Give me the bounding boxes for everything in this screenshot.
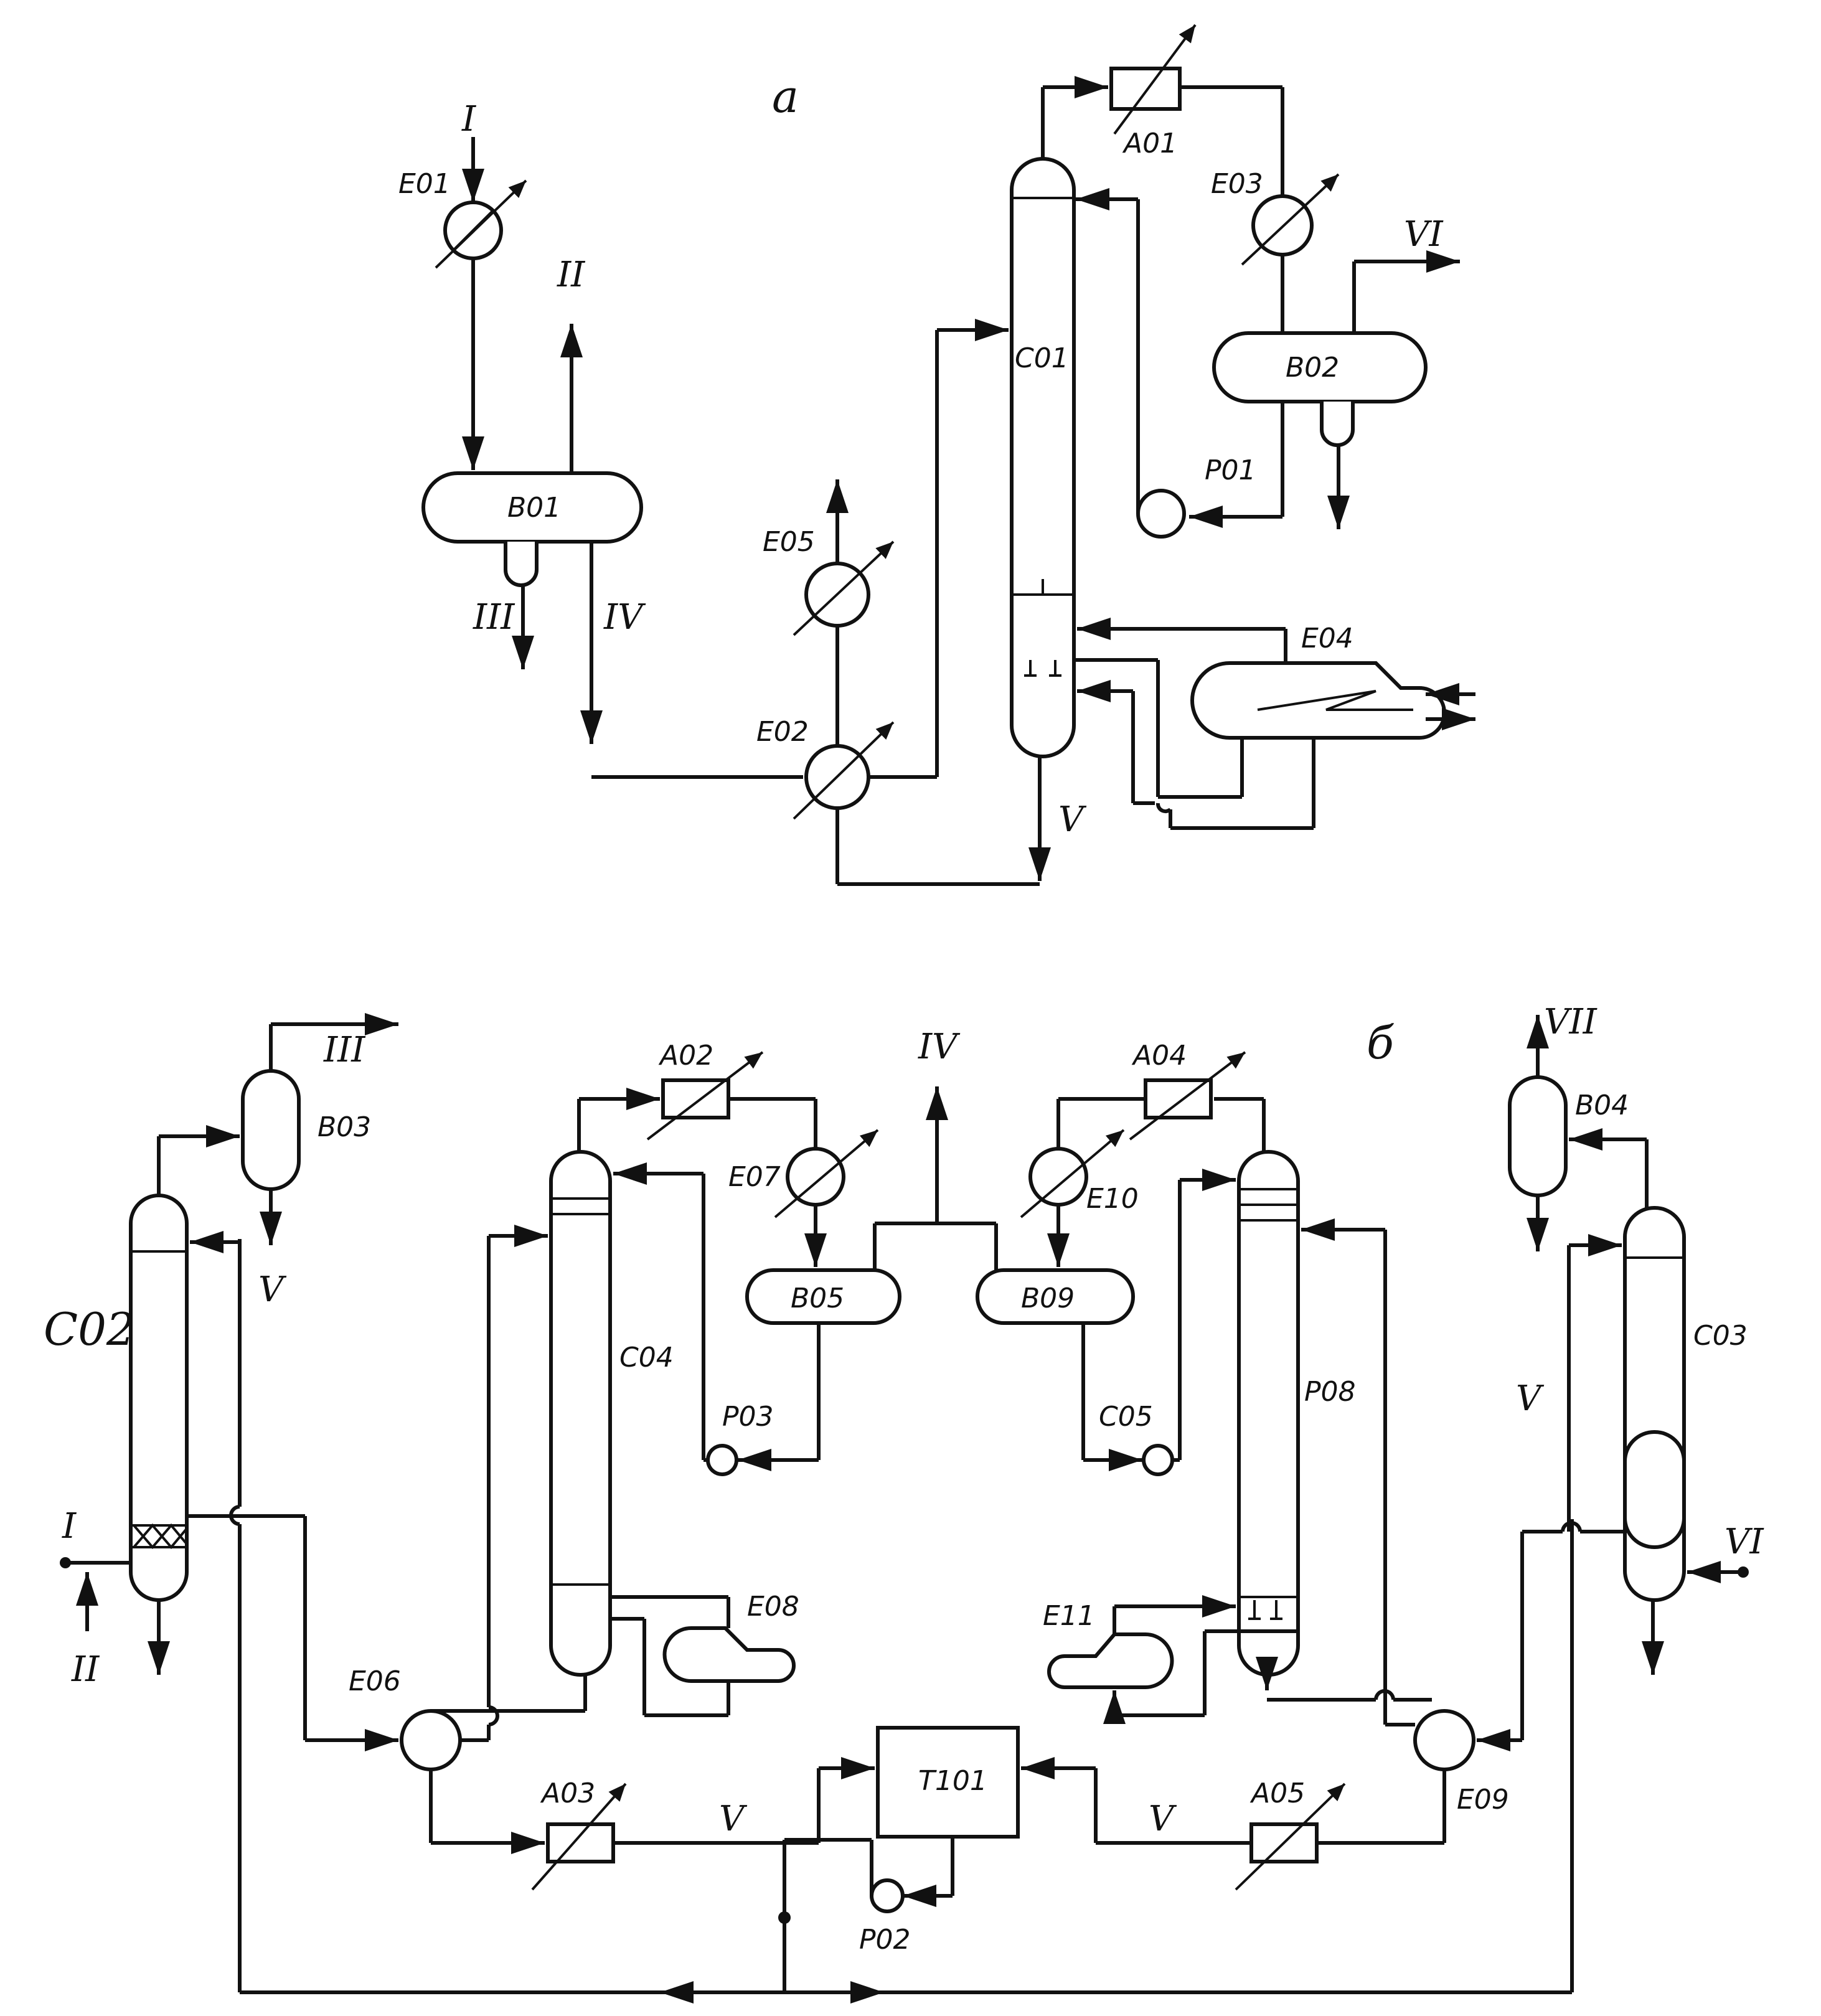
packing-section (129, 1524, 188, 1548)
unit-label: E05 (763, 526, 815, 558)
unit-label: P08 (1304, 1376, 1356, 1408)
unit-label: A04 (1131, 1040, 1187, 1072)
column-c04 (549, 1150, 612, 1677)
stream-label: II (71, 1649, 100, 1690)
unit-label: B02 (1286, 352, 1339, 384)
reboiler-e11 (1047, 1632, 1174, 1689)
unit-label: A03 (540, 1778, 595, 1809)
stream-label: V (258, 1269, 287, 1310)
pump-p08 (1142, 1444, 1174, 1476)
unit-label: E01 (398, 168, 451, 200)
pump-p03 (706, 1444, 738, 1476)
stream-label: III (473, 597, 515, 638)
unit-label: A05 (1249, 1778, 1305, 1809)
stream-label: II (557, 255, 586, 295)
scheme-a: а I E01 B01 III II IV E02 E05 (398, 24, 1475, 886)
scheme-a-label: а (772, 70, 799, 123)
vessel-b03 (241, 1069, 301, 1191)
unit-label: C02 (44, 1303, 135, 1355)
vessel-b09 (976, 1268, 1135, 1325)
unit-label: E09 (1457, 1784, 1509, 1816)
unit-label: C04 (619, 1342, 674, 1373)
unit-label: B04 (1575, 1090, 1629, 1121)
stream-label: I (62, 1506, 77, 1547)
unit-label: E04 (1301, 623, 1353, 654)
heat-exchanger-e09 (1413, 1709, 1475, 1771)
stream-label: IV (918, 1027, 961, 1067)
unit-label: C05 (1099, 1401, 1153, 1433)
stream-label: III (323, 1030, 366, 1070)
heat-exchanger-e06 (400, 1709, 462, 1771)
stream-label: VI (1725, 1522, 1764, 1562)
unit-label: E11 (1043, 1600, 1095, 1632)
air-cooler-a01 (1109, 67, 1182, 111)
unit-label: P02 (859, 1924, 911, 1956)
scheme-b-label: б (1367, 1017, 1395, 1069)
reboiler-e08 (662, 1626, 796, 1683)
heat-exchanger-e07 (786, 1147, 845, 1207)
unit-label: E02 (756, 716, 809, 748)
unit-label: T101 (918, 1765, 987, 1797)
pump-p01 (1136, 489, 1186, 539)
unit-label: E08 (747, 1591, 799, 1623)
tank-t101 (876, 1726, 1020, 1839)
unit-label: E10 (1086, 1183, 1139, 1215)
stream-label: V (1516, 1378, 1545, 1419)
stream-label: V (719, 1799, 748, 1839)
pump-p02 (870, 1878, 905, 1913)
unit-label: E03 (1211, 168, 1263, 200)
unit-label: A02 (658, 1040, 713, 1072)
stream-label: VI (1404, 214, 1444, 255)
stream-label: V (1149, 1799, 1177, 1839)
column-c01 (1010, 157, 1076, 758)
unit-label: E07 (728, 1161, 781, 1193)
unit-label: C03 (1693, 1320, 1748, 1352)
air-cooler-a03 (546, 1822, 615, 1863)
heat-exchanger-e10 (1028, 1147, 1088, 1207)
unit-label: B03 (318, 1111, 371, 1143)
stream-label: V (1058, 799, 1087, 840)
vessel-b04 (1508, 1075, 1568, 1197)
stream-label: IV (603, 597, 646, 638)
stream-label: I (461, 99, 477, 139)
air-cooler-a05 (1249, 1822, 1319, 1863)
stream-label: VII (1544, 1002, 1598, 1042)
unit-label: C01 (1015, 342, 1069, 374)
unit-label: E06 (349, 1665, 401, 1697)
unit-label: P01 (1205, 455, 1256, 486)
vessel-b05 (745, 1268, 901, 1325)
unit-label: B01 (507, 492, 561, 524)
unit-label: A01 (1122, 128, 1177, 159)
unit-label: P03 (722, 1401, 774, 1433)
column-c03 (1623, 1206, 1686, 1549)
unit-label: B05 (791, 1283, 844, 1314)
unit-label: B09 (1021, 1283, 1075, 1314)
scheme-b: б C02 I II B03 III V E06 (44, 1002, 1764, 2004)
